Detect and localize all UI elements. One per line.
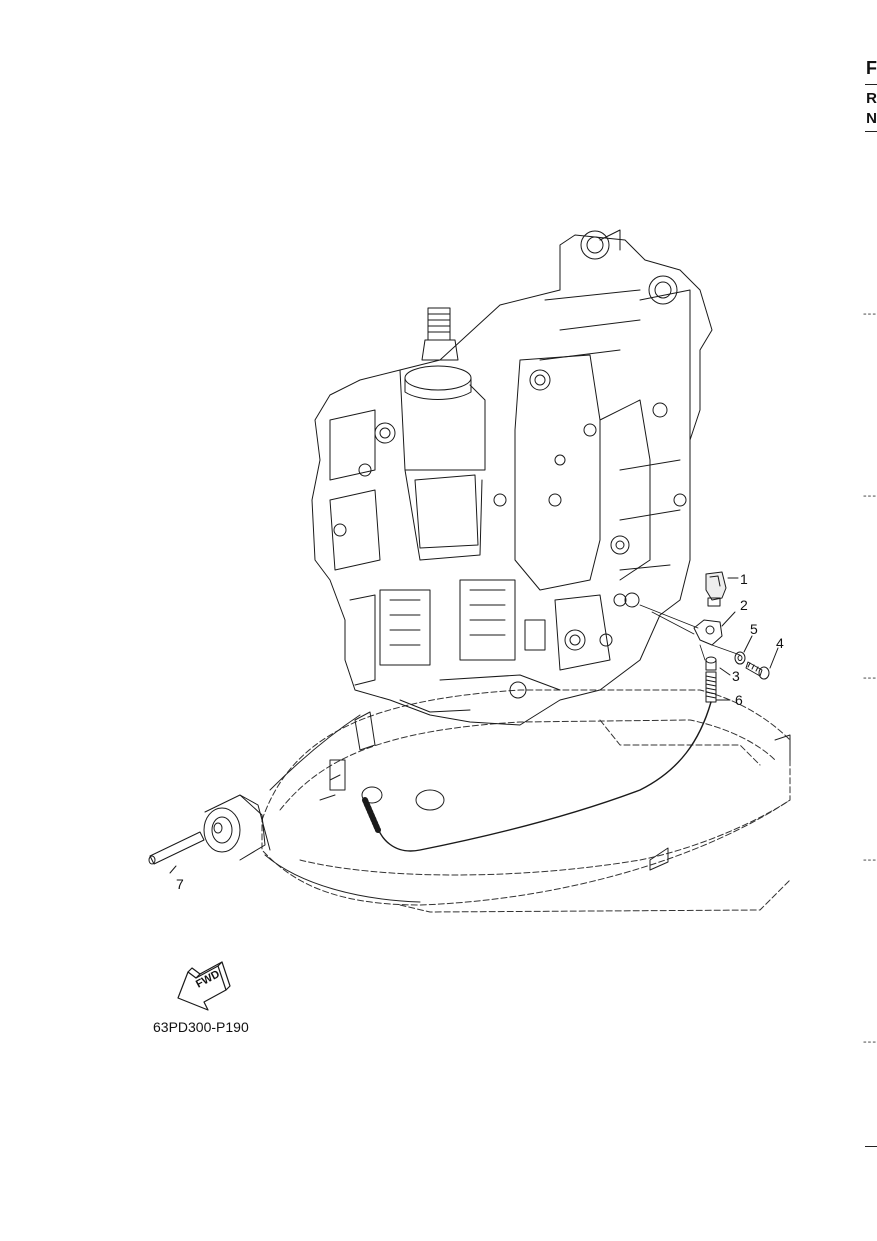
callout-5: 5 [750,621,758,637]
fwd-arrow [177,961,231,1011]
figure-code: 63PD300-P190 [153,1019,249,1035]
part-2-holder [693,611,736,646]
part-4-bolt [745,647,779,680]
callout-6: 6 [735,692,743,708]
edge-bottom-rule [865,1146,877,1147]
callout-7: 7 [176,876,184,892]
edge-tab-f: F [866,58,877,78]
part-3-grommet [705,656,731,676]
margin-mark: --- [863,854,877,866]
bottom-cowling-outline [261,689,791,913]
edge-tab-divider [865,131,877,132]
drive-shaft-top [404,307,472,400]
callout-4: 4 [776,635,784,651]
part-1-sensor [705,571,739,607]
edge-tab-r: R [866,90,877,107]
margin-mark: --- [863,308,877,320]
callout-3: 3 [732,668,740,684]
margin-mark: --- [863,1036,877,1048]
callout-2: 2 [740,597,748,613]
edge-tab-divider [865,84,877,85]
bottom-cowling-solid [264,711,791,903]
margin-mark: --- [863,672,877,684]
engine-bosses [333,230,687,699]
leader-lines [639,604,741,661]
part-7-pin [148,794,271,874]
part-6-hose [361,671,731,852]
edge-tab-n: N [866,110,877,127]
part-5-washer [734,635,753,665]
margin-mark: --- [863,490,877,502]
engine-block [311,229,713,726]
callout-1: 1 [740,571,748,587]
